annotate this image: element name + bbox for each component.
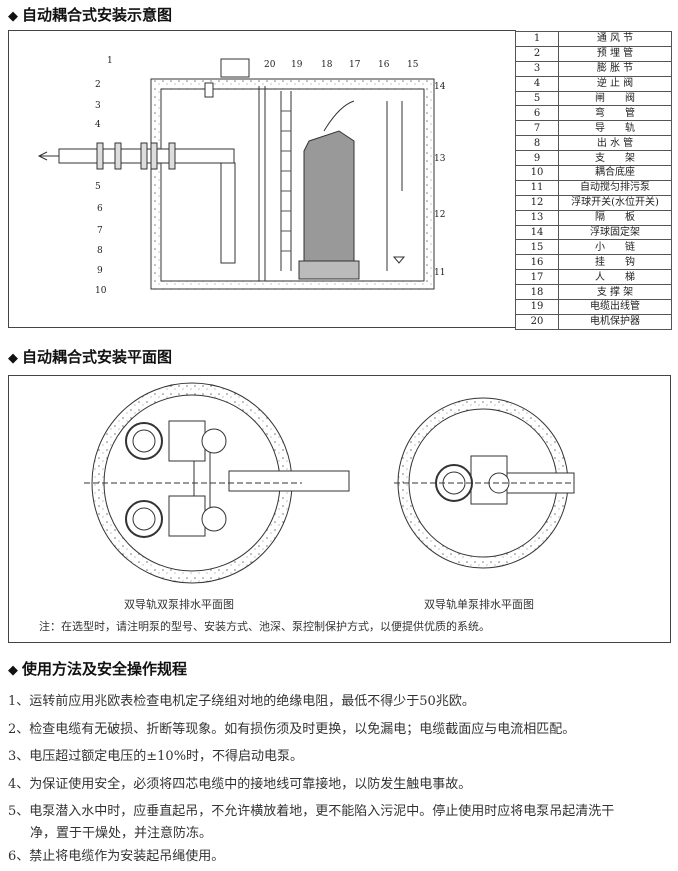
svg-text:5: 5	[95, 182, 101, 192]
list-item: 2、检查电缆有无破损、折断等现象。如有损伤须及时更换，以免漏电；电缆截面应与电流…	[8, 721, 576, 737]
list-item: 5、电泵潜入水中时，应垂直起吊，不允许横放着地，更不能陷入污泥中。停止使用时应将…	[8, 804, 615, 819]
section-heading-plan: ◆自动耦合式安装平面图	[8, 348, 173, 366]
svg-text:14: 14	[434, 82, 446, 92]
double-pump-plan	[84, 382, 350, 584]
svg-text:13: 13	[434, 154, 446, 164]
list-item: 3、电压超过额定电压的±10%时，不得启动电泵。	[8, 749, 304, 764]
svg-text:10: 10	[95, 286, 107, 296]
diamond-bullet-icon: ◆	[8, 351, 18, 366]
section-heading-install-diagram: ◆自动耦合式安装示意图	[8, 6, 173, 24]
list-item: 4、为保证使用安全，必须将四芯电缆中的接地线可靠接地，以防发生触电事故。	[8, 776, 472, 792]
section-heading-usage: ◆使用方法及安全操作规程	[8, 660, 188, 678]
svg-text:15: 15	[407, 60, 419, 70]
svg-text:20: 20	[264, 60, 276, 70]
single-pump-plan	[394, 397, 575, 569]
svg-text:2: 2	[95, 80, 101, 90]
double-pump-caption: 双导轨双泵排水平面图	[124, 598, 234, 611]
diamond-bullet-icon: ◆	[8, 9, 18, 24]
svg-text:16: 16	[378, 60, 390, 70]
list-item-continuation: 净，置于干燥处，并注意防冻。	[30, 825, 213, 841]
svg-text:4: 4	[95, 120, 101, 130]
selection-note: 注：在选型时，请注明泵的型号、安装方式、池深、泵控制保护方式，以便提供优质的系统…	[39, 620, 490, 633]
svg-text:8: 8	[97, 246, 103, 256]
plan-drawings	[84, 382, 575, 584]
list-item: 6、禁止将电缆作为安装起吊绳使用。	[8, 849, 225, 864]
svg-text:7: 7	[97, 226, 103, 236]
svg-text:17: 17	[349, 60, 361, 70]
usage-rules-list: 1、运转前应用兆欧表检查电机定子绕组对地的绝缘电阻，最低不得少于50兆欧。 2、…	[8, 688, 614, 871]
svg-text:1: 1	[107, 56, 113, 66]
svg-text:18: 18	[321, 60, 333, 70]
list-item: 1、运转前应用兆欧表检查电机定子绕组对地的绝缘电阻，最低不得少于50兆欧。	[8, 694, 475, 709]
svg-text:6: 6	[97, 204, 103, 214]
svg-text:3: 3	[95, 101, 101, 111]
plan-diagram-panel: 双导轨双泵排水平面图 双导轨单泵排水平面图 注：在选型时，请注明泵的型号、安装方…	[8, 375, 671, 643]
svg-text:9: 9	[97, 266, 103, 276]
diamond-bullet-icon: ◆	[8, 663, 18, 678]
svg-text:11: 11	[434, 268, 445, 278]
svg-text:19: 19	[291, 60, 303, 70]
svg-text:12: 12	[434, 210, 445, 220]
single-pump-caption: 双导轨单泵排水平面图	[424, 598, 534, 611]
